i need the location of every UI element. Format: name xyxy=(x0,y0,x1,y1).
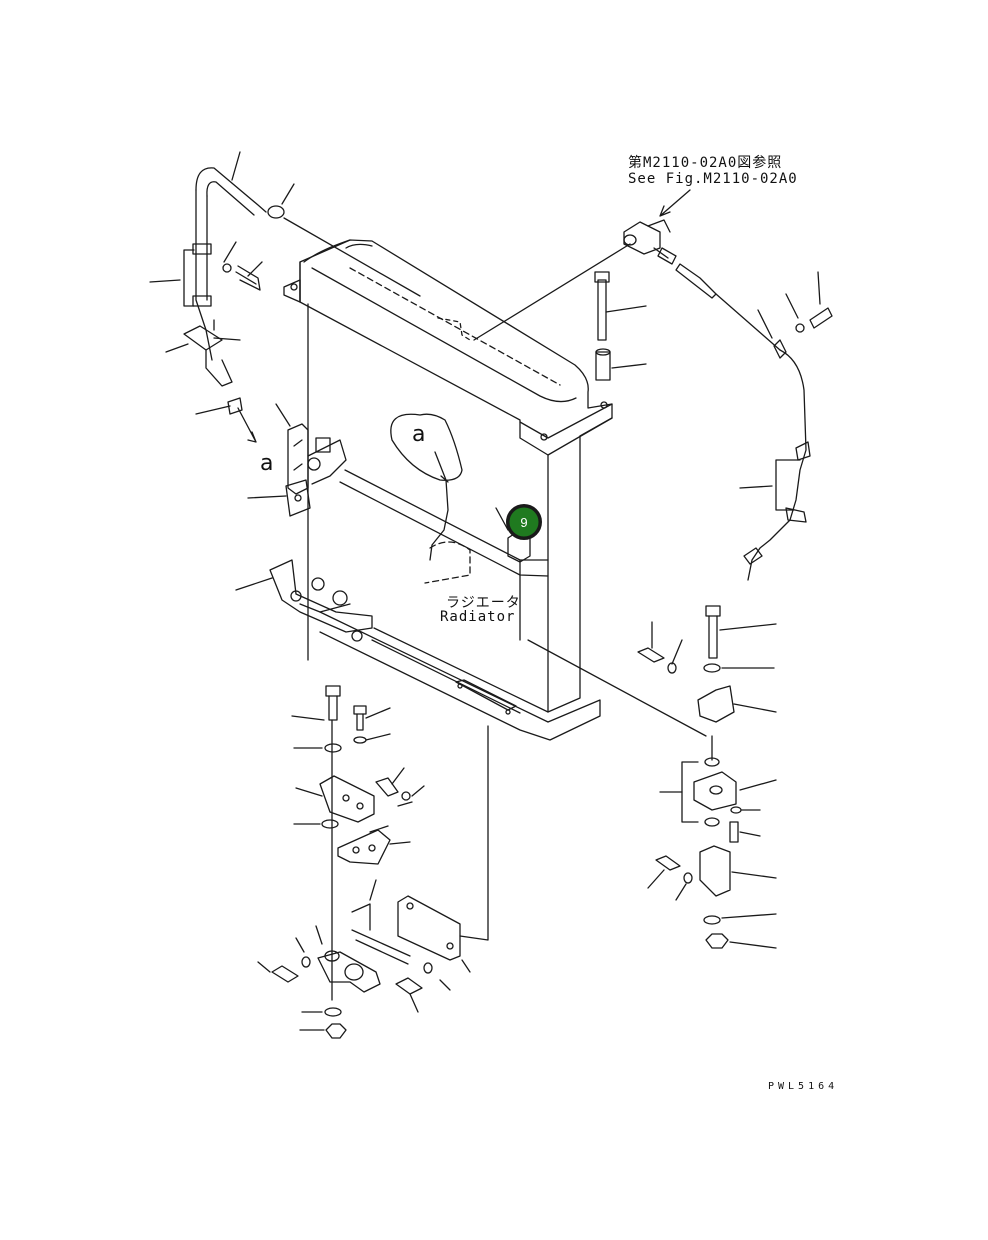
breather-line xyxy=(283,217,631,341)
detail-marker-center: a xyxy=(412,422,426,447)
drawing-code: PWL5164 xyxy=(768,1081,839,1092)
upper-left-hose xyxy=(149,151,295,443)
bottom-guide-plate xyxy=(455,679,517,715)
callout-9-number[interactable]: 9 xyxy=(506,504,542,540)
radiator-label-english: Radiator xyxy=(440,609,516,625)
left-lower-mounting-assembly xyxy=(257,685,489,1039)
radiator-core xyxy=(283,239,613,741)
detail-marker-left: a xyxy=(260,451,274,476)
reference-note-english: See Fig.M2110-02A0 xyxy=(628,171,798,187)
detail-a-callout-shape xyxy=(390,413,463,561)
right-mounting-assembly xyxy=(527,605,777,949)
stay-bolt-set xyxy=(594,271,647,381)
reference-note-japanese: 第M2110-02A0図参照 xyxy=(628,155,783,171)
radiator-label-japanese: ラジエータ xyxy=(446,595,521,611)
left-mounting-brackets xyxy=(235,403,373,642)
upper-right-sensor xyxy=(623,189,833,581)
